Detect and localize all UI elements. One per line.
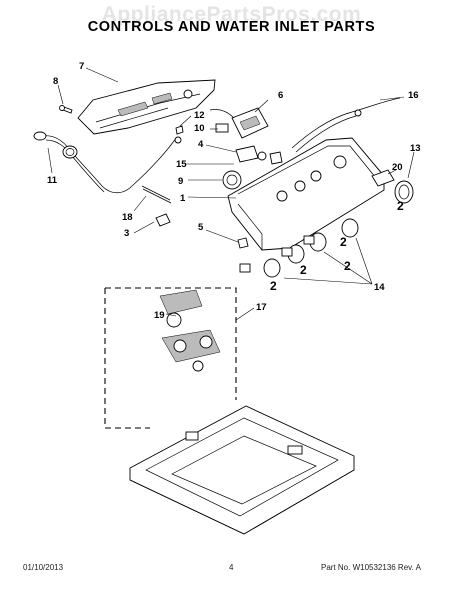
callout-3: 3 <box>124 228 129 239</box>
callout-2-knob-a: 2 <box>340 235 347 249</box>
callout-15: 15 <box>176 159 187 170</box>
screw-part[interactable] <box>59 105 73 114</box>
callout-18: 18 <box>122 212 133 223</box>
footer-date: 01/10/2013 <box>23 563 64 572</box>
callout-8: 8 <box>53 76 58 87</box>
callout-2-knob-d: 2 <box>270 279 277 293</box>
wire-harness-part[interactable] <box>291 97 401 153</box>
callout-9: 9 <box>178 176 183 187</box>
hose-clip-part[interactable] <box>174 125 184 144</box>
callout-6: 6 <box>278 90 283 101</box>
callout-20: 20 <box>392 162 403 173</box>
callout-17: 17 <box>256 302 267 313</box>
callout-5: 5 <box>198 222 204 233</box>
footer-part-number: Part No. W10532136 Rev. A <box>321 563 421 572</box>
clip-part[interactable] <box>155 213 171 227</box>
callout-2-knob-b: 2 <box>344 259 351 273</box>
callout-11: 11 <box>47 175 58 186</box>
callout-2-knob-c: 2 <box>300 263 307 277</box>
footer-page-number: 4 <box>229 563 234 572</box>
console-clip-part[interactable] <box>237 237 249 249</box>
callout-1: 1 <box>180 193 186 204</box>
callout-19: 19 <box>154 310 165 321</box>
rear-control-panel-part[interactable] <box>77 79 216 135</box>
control-bracket-part[interactable] <box>215 123 229 133</box>
callout-10: 10 <box>194 123 205 134</box>
cabinet-top <box>129 405 355 535</box>
switch-part[interactable] <box>235 145 283 165</box>
callout-14: 14 <box>374 282 385 293</box>
callout-13: 13 <box>410 143 421 154</box>
callout-16: 16 <box>408 90 419 101</box>
timer-part[interactable] <box>222 170 242 190</box>
console-part[interactable] <box>227 137 385 251</box>
callout-12: 12 <box>194 110 205 121</box>
watermark: AppliancePartsPros.com <box>101 3 362 26</box>
callout-4: 4 <box>198 139 204 150</box>
callout-7: 7 <box>79 61 84 72</box>
electronic-control-part[interactable] <box>209 107 269 139</box>
wire-part[interactable] <box>141 185 172 204</box>
callout-labels: 7 8 11 12 10 6 4 15 9 1 18 3 5 16 13 20 … <box>47 61 421 321</box>
leader-lines <box>47 67 415 321</box>
inlet-hose-part[interactable] <box>33 131 177 194</box>
callout-2-knob-right: 2 <box>397 199 404 213</box>
water-valve-assembly-part[interactable] <box>104 287 237 429</box>
page-title: CONTROLS AND WATER INLET PARTS <box>87 19 376 35</box>
control-knob-part[interactable] <box>239 218 359 278</box>
